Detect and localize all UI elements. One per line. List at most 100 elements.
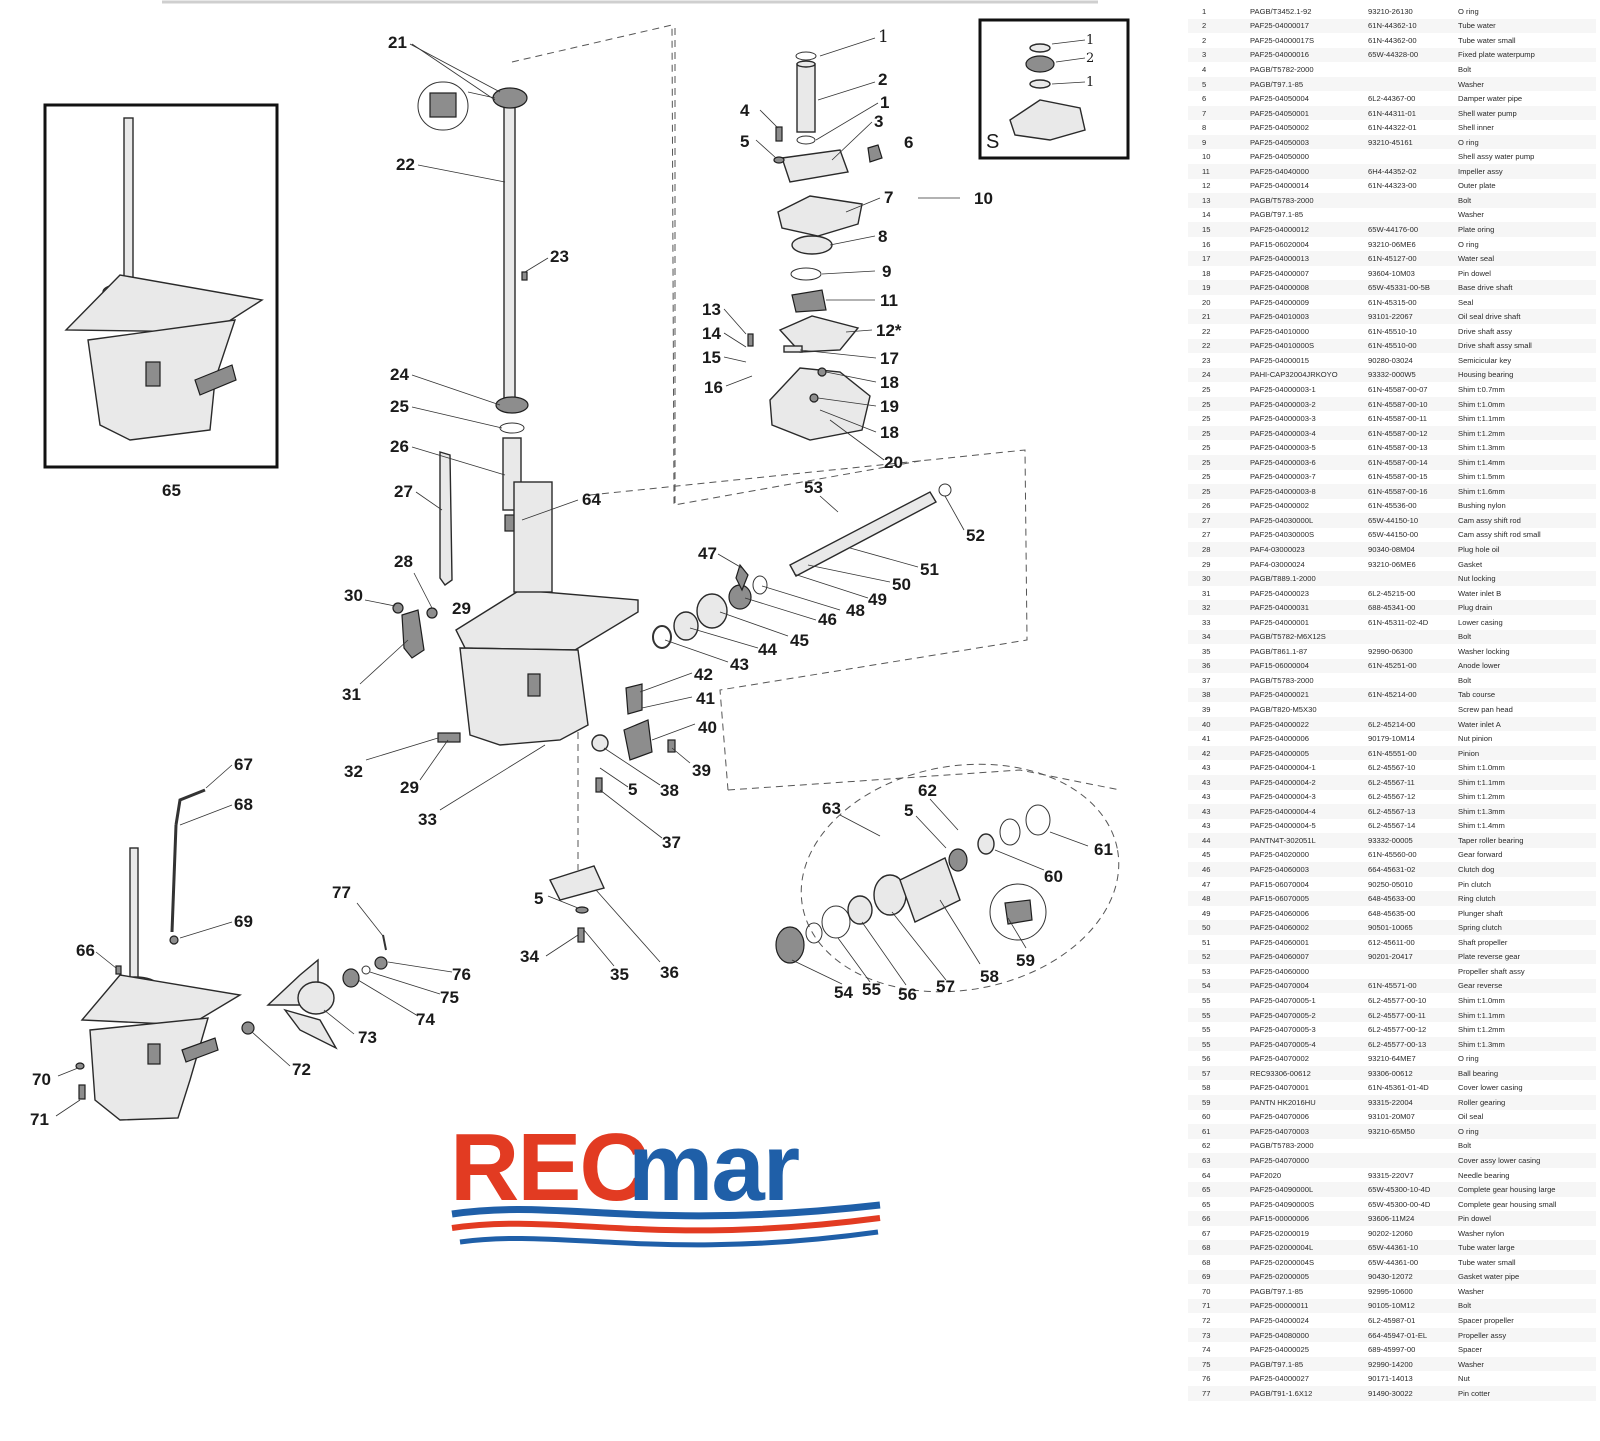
part-code-cell: PAF25-04000004-1 — [1250, 763, 1316, 773]
part-description-cell: O ring — [1458, 1124, 1596, 1139]
callout-54: 54 — [834, 983, 853, 1002]
part-number-cell: 29 — [1202, 559, 1211, 569]
callout-30: 30 — [344, 586, 363, 605]
part-code-cell: PAF25-04060003 — [1250, 862, 1368, 877]
oem-number-cell — [1368, 62, 1458, 77]
part-number-cell: 37 — [1202, 675, 1211, 685]
oem-number-cell: 90105-10M12 — [1368, 1298, 1458, 1314]
part-code-cell: PAF25-04030000S — [1250, 530, 1315, 540]
part-code-cell: PAGB/T861.1-87 — [1250, 646, 1308, 656]
part-description-cell: Cam assy shift rod small — [1458, 530, 1541, 540]
oem-number-cell: 61N-45587-00-11 — [1368, 414, 1427, 424]
part-description-cell: Propeller assy — [1458, 1327, 1596, 1343]
oem-number-cell: 65W-44361-00 — [1368, 1257, 1419, 1267]
part-description-cell: Tab course — [1458, 687, 1596, 703]
part-number-cell: 77 — [1188, 1385, 1250, 1401]
callout-69: 69 — [234, 912, 253, 931]
oem-number-cell: 90202-12060 — [1368, 1228, 1413, 1238]
part-code-cell: PAGB/T3452.1-92 — [1250, 6, 1312, 16]
part-code-cell: PAF25-04050000 — [1250, 152, 1309, 162]
inset-callout-2: 2 — [1086, 51, 1094, 66]
part-code-cell: PAF25-04000012 — [1250, 222, 1368, 237]
callout-41: 41 — [696, 689, 715, 708]
part-description-cell: Bolt — [1458, 629, 1596, 645]
part-number-cell: 25 — [1188, 454, 1250, 470]
part-code-cell: PAF25-04000003-6 — [1250, 454, 1368, 470]
oem-number-cell: 6H4-44352-02 — [1368, 164, 1458, 179]
part-number-cell: 20 — [1202, 297, 1211, 307]
inset-callout-1b: 1 — [1086, 75, 1094, 90]
part-number-cell: 43 — [1188, 804, 1250, 819]
part-number-cell: 76 — [1202, 1374, 1211, 1384]
oem-number-cell: 65W-45300-00-4D — [1368, 1199, 1431, 1209]
part-code-cell: PAF15-00000006 — [1250, 1211, 1368, 1226]
callout-44: 44 — [758, 640, 777, 659]
oem-number-cell: 61N-45510-10 — [1368, 326, 1417, 336]
part-number-cell: 22 — [1188, 338, 1250, 354]
part-code-cell: PAF25-04050004 — [1250, 94, 1309, 104]
part-description-cell: Nut locking — [1458, 571, 1596, 586]
part-description-cell: Shim t:1.0mm — [1458, 396, 1596, 412]
oem-number-cell: 6L2-45567-12 — [1368, 792, 1416, 802]
oem-number-cell — [1368, 193, 1458, 208]
callout-36: 36 — [660, 963, 679, 982]
part-number-cell: 34 — [1188, 629, 1250, 645]
part-code-cell: PAGB/T820-M5X30 — [1250, 705, 1317, 715]
callout-15: 15 — [702, 348, 721, 367]
callout-49: 49 — [868, 590, 887, 609]
part-code-cell: PAGB/T91-1.6X12 — [1250, 1385, 1368, 1401]
part-code-cell: PAGB/T97.1-85 — [1250, 1286, 1304, 1296]
oem-number-cell: 6L2-45215-00 — [1368, 588, 1416, 598]
part-number-cell: 62 — [1202, 1141, 1211, 1151]
part-code-cell: PAF25-04000003-3 — [1250, 414, 1316, 424]
oem-number-cell: 6L2-45987-01 — [1368, 1315, 1416, 1325]
part-code-cell: PAF25-04000008 — [1250, 280, 1368, 295]
oem-number-cell: 61N-45587-00-15 — [1368, 472, 1428, 482]
part-description-cell: Tube water small — [1458, 1257, 1516, 1267]
part-description-cell: Roller gearing — [1458, 1095, 1596, 1110]
callout-76: 76 — [452, 965, 471, 984]
oem-number-cell: 61N-44323-00 — [1368, 181, 1417, 191]
part-description-cell: Spacer — [1458, 1345, 1483, 1355]
part-code-cell: PAF25-02000004S — [1250, 1257, 1315, 1267]
oem-number-cell — [1368, 1139, 1458, 1154]
logo-rec-text: REC — [450, 1114, 647, 1221]
callout-13: 13 — [702, 300, 721, 319]
callout-59: 59 — [1016, 951, 1035, 970]
callout-55: 55 — [862, 980, 881, 999]
oem-number-cell: 6L2-45567-13 — [1368, 804, 1458, 819]
part-code-cell: PAF25-04060001 — [1250, 937, 1309, 947]
part-description-cell: Fixed plate waterpump — [1458, 47, 1596, 63]
oem-number-cell — [1368, 208, 1458, 223]
cover-lower-casing-group — [775, 804, 1051, 964]
part-code-cell: PAGB/T5782-M6X12S — [1250, 629, 1368, 645]
part-code-cell: PAF25-04000004-5 — [1250, 821, 1316, 831]
oem-number-cell: 6L2-45567-11 — [1368, 774, 1458, 790]
part-description-cell: Cover lower casing — [1458, 1083, 1523, 1093]
part-number-cell: 9 — [1188, 134, 1250, 150]
part-description-cell: Water inlet A — [1458, 716, 1596, 732]
part-code-cell: PAF25-04000017 — [1250, 18, 1368, 34]
part-number-cell: 25 — [1202, 384, 1211, 394]
part-number-cell: 61 — [1188, 1124, 1250, 1139]
part-description-cell: Clutch dog — [1458, 862, 1596, 877]
callout-20: 20 — [884, 453, 903, 472]
part-number-cell: 19 — [1188, 280, 1250, 295]
callout-18a: 18 — [880, 373, 899, 392]
part-description-cell: Complete gear housing small — [1458, 1199, 1557, 1209]
part-number-cell: 68 — [1202, 1257, 1211, 1267]
callout-5b: 5 — [628, 780, 637, 799]
part-description-cell: Plate oring — [1458, 222, 1596, 237]
part-code-cell: PAF25-04060007 — [1250, 949, 1368, 965]
callout-75: 75 — [440, 988, 459, 1007]
